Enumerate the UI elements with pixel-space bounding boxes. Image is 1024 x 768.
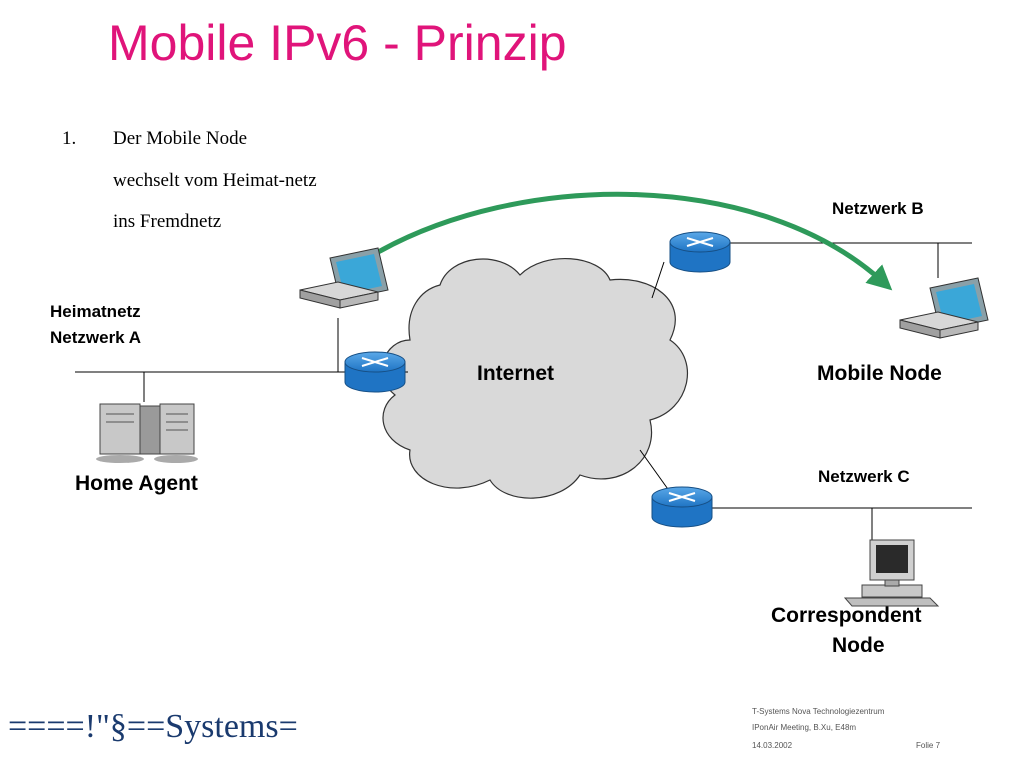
link-cloud-b — [651, 261, 665, 299]
server-icon-home-agent — [96, 403, 198, 463]
link-cloud-c — [639, 449, 671, 493]
bullet-line-1: Der Mobile Node — [113, 128, 248, 149]
footer-date: 14.03.2002 — [752, 741, 793, 750]
laptop-icon-mobile-node — [899, 277, 989, 339]
mobile-node-label: Mobile Node — [817, 362, 942, 385]
home-network-label-2: Netzwerk A — [50, 328, 142, 347]
footer-org: T-Systems Nova Technologiezentrum — [752, 707, 885, 716]
footer-slide-number: Folie 7 — [916, 741, 941, 750]
home-network-label-1: Heimatnetz — [50, 302, 141, 321]
footer-logo: ====!"§==Systems= — [8, 708, 298, 745]
bullet-line-3: ins Fremdnetz — [113, 211, 222, 232]
internet-label: Internet — [477, 362, 555, 385]
router-a-icon — [344, 351, 406, 393]
router-c-icon — [651, 486, 713, 528]
slide-title: Mobile IPv6 - Prinzip — [108, 15, 567, 71]
bullet-number: 1. — [62, 128, 77, 149]
footer-event: IPonAir Meeting, B.Xu, E48m — [752, 723, 857, 732]
correspondent-label-1: Correspondent — [771, 604, 922, 627]
network-c-label: Netzwerk C — [818, 467, 910, 486]
router-b-icon — [669, 231, 731, 273]
home-agent-label: Home Agent — [75, 472, 198, 495]
network-b-label: Netzwerk B — [832, 199, 924, 218]
laptop-icon-home — [299, 247, 389, 309]
bullet-line-2: wechselt vom Heimat-netz — [113, 170, 317, 191]
move-arrow — [371, 191, 893, 291]
desktop-icon-correspondent — [843, 539, 940, 607]
internet-cloud — [381, 257, 688, 499]
correspondent-label-2: Node — [832, 634, 885, 657]
